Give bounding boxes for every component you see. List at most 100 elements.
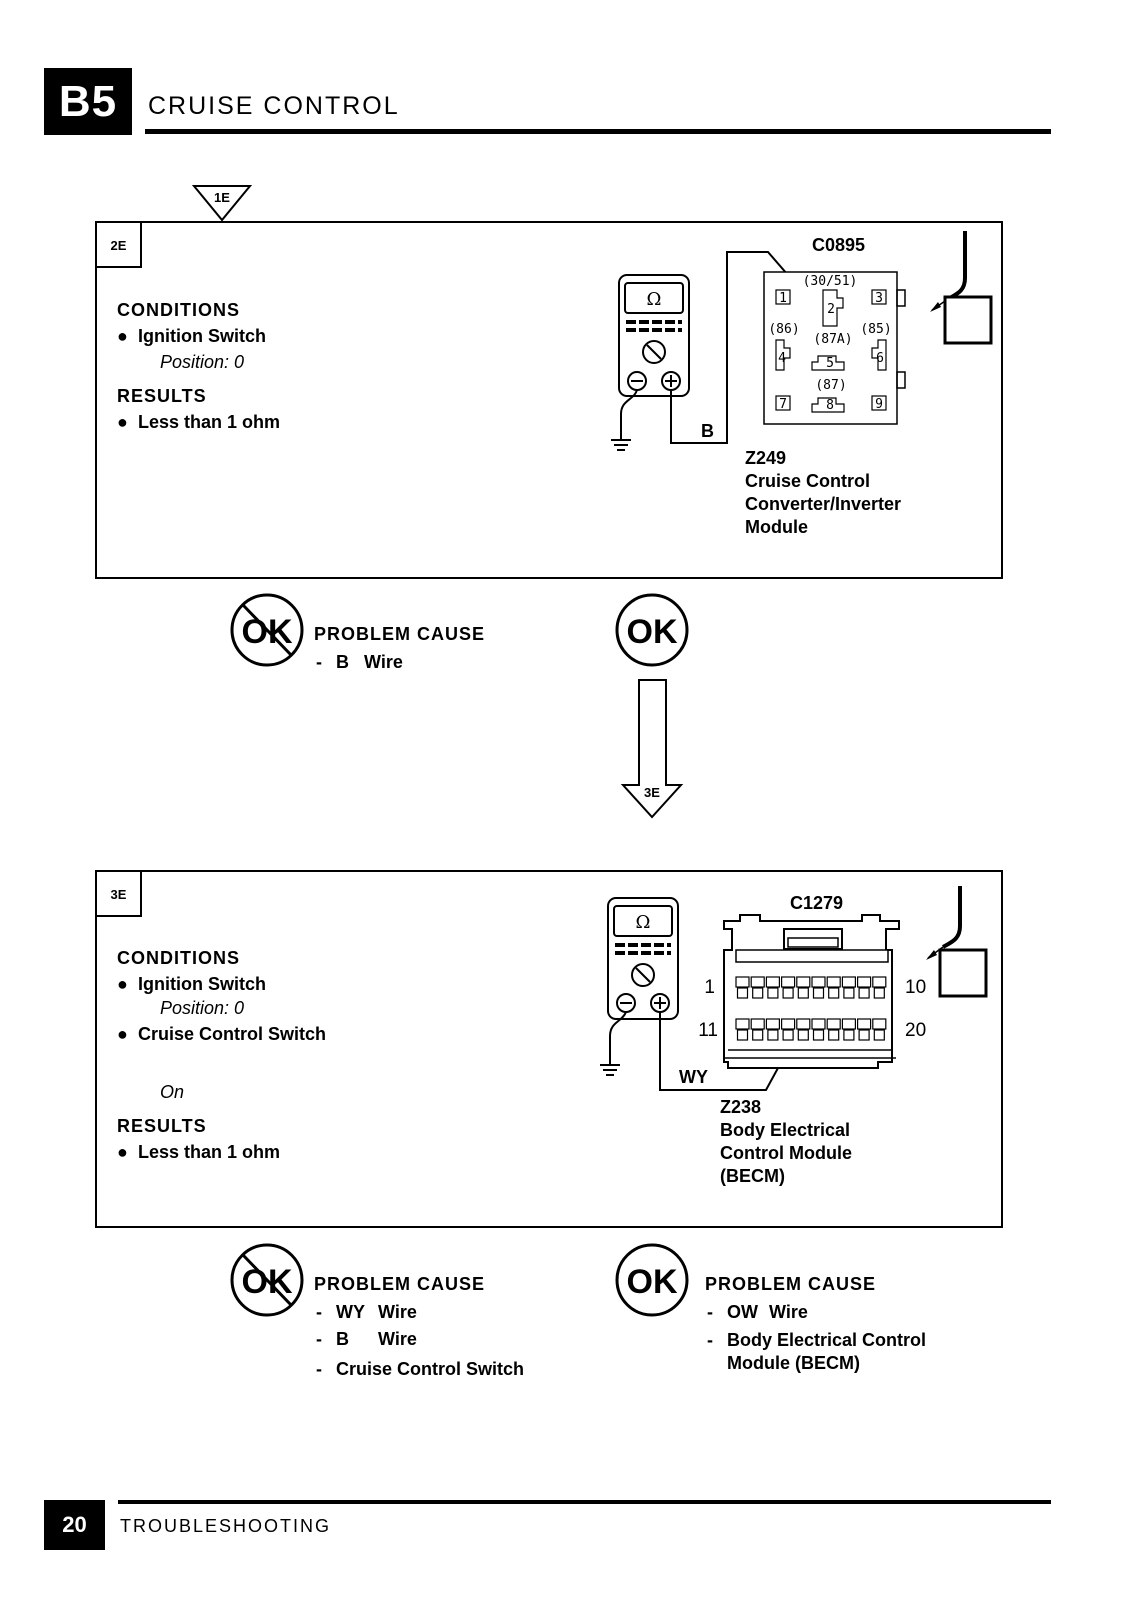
- footer-rule: [118, 1500, 1051, 1504]
- becm-pin-cavity: [796, 1018, 811, 1030]
- becm-pin-terminal: [736, 1029, 749, 1041]
- not-ok-icon: OK: [230, 1243, 304, 1317]
- relay-label-bottom: (87): [815, 378, 846, 393]
- cause-text: Wire: [364, 652, 403, 672]
- ok-icon: OK: [615, 593, 689, 667]
- becm-pin-terminal: [843, 987, 855, 999]
- condition-text: Ignition Switch: [138, 326, 266, 346]
- becm-pin-terminal: [752, 987, 764, 999]
- conditions-heading: CONDITIONS: [117, 300, 241, 320]
- becm-pin-terminal: [858, 987, 870, 999]
- becm-pin-terminal: [828, 987, 840, 999]
- wire-wy: [659, 1012, 791, 1091]
- wire-code: WY: [336, 1302, 365, 1322]
- not-ok-icon: OK: [230, 593, 304, 667]
- becm-pin-cavity: [826, 1018, 841, 1030]
- result-text: Less than 1 ohm: [138, 412, 281, 432]
- results-heading: RESULTS: [117, 386, 207, 406]
- becm-pin-cavity: [841, 976, 857, 988]
- connector-disconnect-icon: [930, 231, 993, 345]
- pin-label-20: 20: [905, 1020, 926, 1041]
- cause-text: Wire: [378, 1302, 417, 1322]
- step-id-box: 3E: [95, 870, 142, 917]
- ok-text: OK: [627, 1263, 678, 1301]
- condition-text: Ignition Switch: [138, 974, 266, 994]
- result-item: ● Less than 1 ohm: [117, 1142, 280, 1163]
- footer-chapter: TROUBLESHOOTING: [120, 1516, 332, 1536]
- condition-detail: Position: 0: [160, 352, 245, 372]
- bullet-icon: ●: [117, 1024, 128, 1044]
- wire-code: OW: [727, 1302, 758, 1322]
- bullet-icon: ●: [117, 1142, 128, 1162]
- component-code: Z249: [745, 448, 787, 468]
- becm-pin-terminal: [752, 1029, 764, 1041]
- condition-detail: Position: 0: [160, 998, 245, 1018]
- becm-pin-cavity: [811, 976, 826, 988]
- becm-pin-cavity: [750, 976, 765, 988]
- wire-label: B: [701, 421, 714, 441]
- condition-item: ●Ignition Switch: [117, 326, 266, 347]
- becm-pin-cavity: [780, 1018, 796, 1030]
- problem-cause-heading: PROBLEM CAUSE: [314, 1274, 486, 1294]
- relay-pin: 5: [826, 356, 834, 371]
- pin-label-10: 10: [905, 977, 926, 998]
- relay-pin: 8: [826, 398, 834, 413]
- relay-pin: 7: [779, 397, 787, 412]
- header-rule: [145, 129, 1051, 134]
- multimeter-icon: Ω: [618, 274, 690, 397]
- becm-pin-terminal: [812, 987, 825, 999]
- cause-text: Body Electrical Control: [727, 1330, 927, 1350]
- section-code-badge: B5: [44, 68, 132, 135]
- relay-pin-numbers: 1 2 3 4 5 6 7 8 9: [778, 291, 884, 413]
- multimeter-icon: Ω: [607, 897, 679, 1020]
- page-number: 20: [44, 1500, 105, 1550]
- becm-pin-cavity: [841, 1018, 857, 1030]
- bullet-icon: ●: [117, 412, 128, 432]
- component-name-line: Cruise Control: [745, 471, 871, 491]
- becm-pin-cavity: [826, 976, 841, 988]
- becm-pin-terminal: [843, 1029, 855, 1041]
- becm-pin-terminal: [873, 1029, 885, 1041]
- condition-text: Cruise Control Switch: [138, 1024, 327, 1044]
- relay-pin: 6: [876, 351, 884, 366]
- component-name-line: Converter/Inverter: [745, 494, 902, 514]
- wire-code: B: [336, 652, 349, 672]
- cause-text: Wire: [769, 1302, 808, 1322]
- wire-label: WY: [679, 1067, 708, 1087]
- pin-label-1: 1: [704, 977, 715, 998]
- relay-pin: 3: [875, 291, 883, 306]
- component-label: Z249 Cruise Control Converter/Inverter M…: [745, 447, 901, 539]
- problem-cause-item: -Cruise Control Switch: [316, 1359, 525, 1379]
- condition-detail: On: [160, 1082, 185, 1102]
- ohm-symbol: Ω: [636, 912, 651, 933]
- becm-pin-cavity: [796, 976, 811, 988]
- becm-pin-terminal: [767, 1029, 779, 1041]
- results-heading: RESULTS: [117, 1116, 207, 1136]
- becm-pin-cavity: [750, 1018, 765, 1030]
- problem-cause-heading: PROBLEM CAUSE: [705, 1274, 877, 1294]
- component-name-line: Module: [745, 517, 808, 537]
- becm-connector-c1279: [723, 914, 900, 1069]
- entry-marker-label: 1E: [214, 190, 230, 205]
- connector-label: C0895: [812, 235, 866, 255]
- component-code: Z238: [720, 1097, 762, 1117]
- flow-arrow-down: 3E: [620, 679, 684, 819]
- becm-pin-terminal: [767, 987, 779, 999]
- connector-disconnect-icon: [926, 886, 988, 998]
- becm-pin-cavity: [780, 976, 796, 988]
- becm-pin-terminal: [797, 987, 809, 999]
- wire-code: B: [336, 1329, 349, 1349]
- test-step-panel-3e: [95, 870, 1003, 1228]
- relay-label-mid: (87A): [813, 332, 852, 347]
- becm-pins-bottom: [735, 1018, 887, 1041]
- component-name-line: Control Module: [720, 1143, 852, 1163]
- result-text: Less than 1 ohm: [138, 1142, 281, 1162]
- condition-item: ● Cruise Control Switch: [117, 1024, 326, 1045]
- becm-pin-cavity: [856, 976, 872, 988]
- becm-pin-cavity: [856, 1018, 872, 1030]
- becm-pin-terminal: [782, 1029, 794, 1041]
